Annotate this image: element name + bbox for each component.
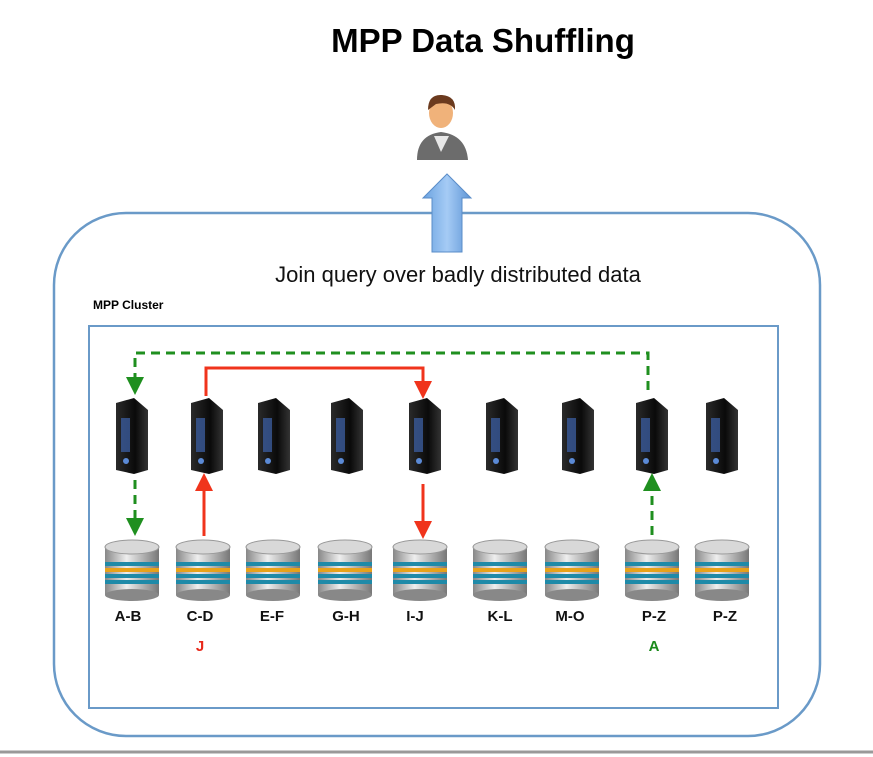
result-up-arrow [421, 173, 473, 253]
server-icon [409, 398, 441, 474]
database-icon [544, 539, 600, 601]
red-shuffle-path [204, 366, 432, 399]
partition-range-label: K-L [487, 608, 513, 625]
database-icon [694, 539, 750, 601]
database-icon [472, 539, 528, 601]
mpp-cluster-frame [88, 325, 779, 709]
partition-range-label: C-D [186, 608, 214, 625]
query-caption: Join query over badly distributed data [275, 262, 641, 287]
database-icon [175, 539, 231, 601]
server-icon [116, 398, 148, 474]
server-icon [706, 398, 738, 474]
server-icon [331, 398, 363, 474]
database-icon [392, 539, 448, 601]
join-key-marker: J [195, 638, 205, 655]
server-icon [191, 398, 223, 474]
join-key-marker: A [648, 638, 660, 655]
partition-range-label: I-J [406, 608, 424, 625]
partition-range-label: A-B [114, 608, 142, 625]
database-icon [245, 539, 301, 601]
server-icon [562, 398, 594, 474]
partition-range-label: G-H [332, 608, 360, 625]
user-icon [417, 94, 468, 160]
partition-range-label: P-Z [712, 608, 738, 625]
outer-system-frame [52, 211, 822, 738]
partition-range-label: M-O [555, 608, 585, 625]
server-icon [258, 398, 290, 474]
server-icon [486, 398, 518, 474]
server-icon [636, 398, 668, 474]
database-icon [317, 539, 373, 601]
page-title: MPP Data Shuffling [331, 22, 635, 59]
partition-range-label: E-F [259, 608, 285, 625]
database-icon [104, 539, 160, 601]
green-shuffle-path [126, 351, 650, 395]
partition-range-label: P-Z [641, 608, 667, 625]
cluster-label: MPP Cluster [93, 298, 164, 312]
database-icon [624, 539, 680, 601]
